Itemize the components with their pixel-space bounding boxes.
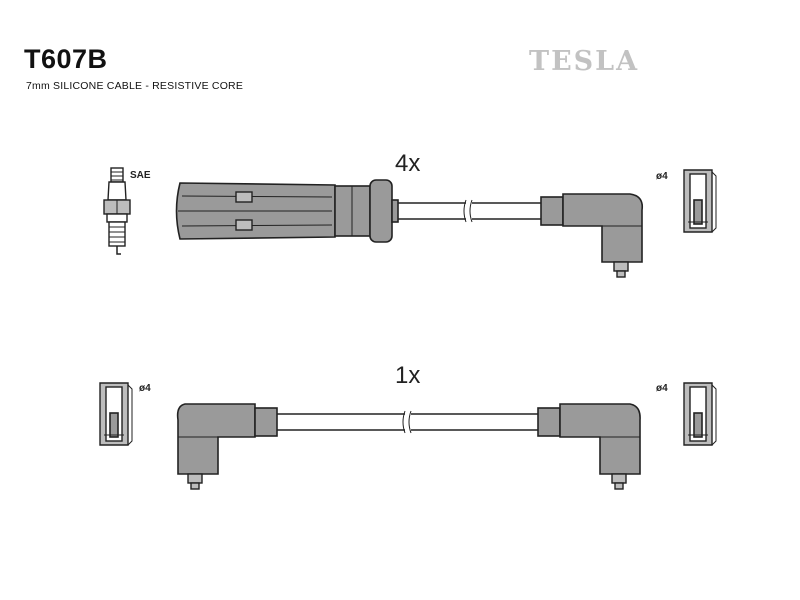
bottom-cable	[277, 410, 538, 434]
right-angled-boot	[537, 403, 641, 490]
top-lead-quantity: 4x	[395, 150, 421, 177]
cable-description: 7mm SILICONE CABLE - RESISTIVE CORE	[26, 80, 244, 92]
bottom-left-terminal-label: ø4	[139, 383, 151, 394]
bottom-right-terminal-label: ø4	[656, 383, 668, 394]
top-right-terminal-icon	[683, 169, 717, 233]
brand-logo: TESLA	[529, 46, 640, 77]
bottom-lead-quantity: 1x	[395, 362, 421, 389]
left-angled-boot	[176, 403, 278, 490]
top-cable	[398, 199, 541, 223]
spark-plug-sae-label: SAE	[130, 170, 151, 181]
bottom-left-terminal-icon	[99, 382, 133, 446]
spark-plug-icon	[103, 167, 131, 255]
part-number: T607B	[24, 44, 108, 74]
straight-plug-boot	[175, 179, 399, 243]
top-right-terminal-label: ø4	[656, 171, 668, 182]
angled-coil-boot	[540, 193, 644, 278]
bottom-right-terminal-icon	[683, 382, 717, 446]
